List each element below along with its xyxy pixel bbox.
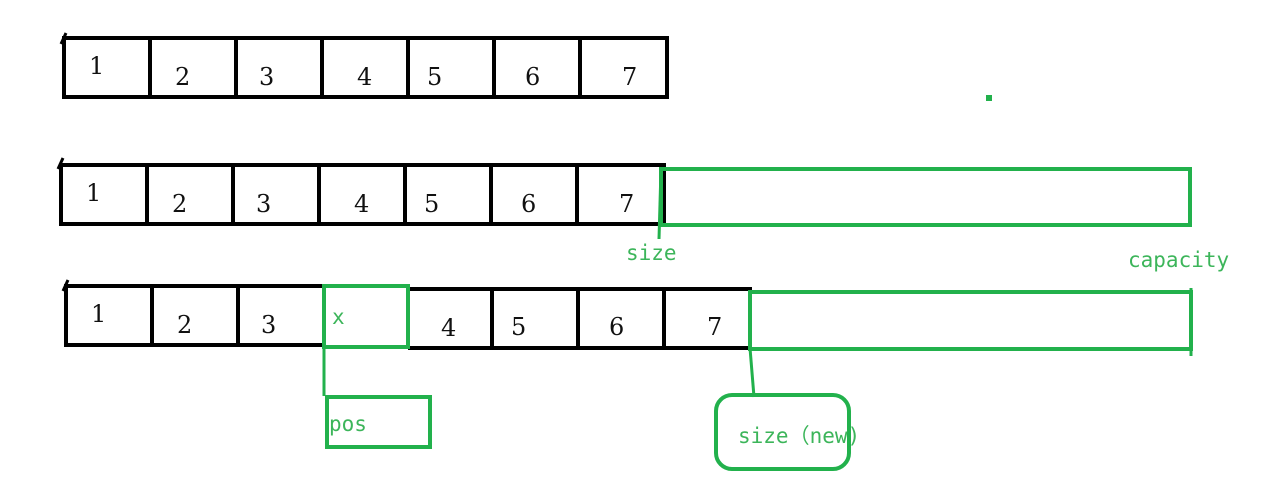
row-2-cell-2-value: 2 [172,190,187,218]
row-2-outline [59,163,666,226]
row-3-cell-3-value: 3 [261,311,276,339]
row-1-cell-6-value: 6 [525,63,540,91]
row-3-cell-5-value: 4 [441,314,456,342]
row-2-cell-4-value: 4 [354,190,369,218]
row-3-outline-left [64,284,324,347]
row-3-cell-6-value: 5 [511,313,526,341]
row-2-cell-7-value: 7 [619,190,634,218]
size-label: size [626,241,677,265]
row-3-cell-8-value: 7 [707,313,722,341]
row-1-cell-2-value: 2 [175,63,190,91]
row-1-cell-3-value: 3 [259,63,274,91]
row-1-cell-4-value: 4 [357,63,372,91]
array-row-1: 1 2 3 4 5 6 7 [59,32,669,99]
row-2-cell-1-value: 1 [86,179,101,207]
capacity-label: capacity [1128,248,1229,272]
row-1-outline [62,36,669,99]
row-1-cell-7-value: 7 [622,63,637,91]
row-2-cell-5-value: 5 [424,190,439,218]
row-1-cell-1-value: 1 [89,52,104,80]
row-1-cell-5-value: 5 [427,63,442,91]
new-size-label: size（new) [738,424,860,448]
row-2-capacity-region [659,167,1192,227]
new-size-label-box [714,393,851,471]
pos-label-box [325,395,432,449]
row-3-cell-1-value: 1 [91,300,106,328]
inserted-x-cell [322,284,410,349]
stray-dot [986,95,992,101]
array-row-2: 1 2 3 4 5 6 7 size capacity [56,157,1229,272]
row-2-cell-6-value: 6 [521,190,536,218]
row-3-cell-7-value: 6 [609,313,624,341]
new-size-pointer [748,347,756,398]
pos-label: pos [329,412,367,436]
row-3-cell-x-value: x [332,305,345,329]
row-2-size-pointer [657,168,663,240]
row-3-capacity-region [748,290,1193,351]
row-2-cell-3-value: 3 [256,190,271,218]
row-3-cell-2-value: 2 [177,311,192,339]
array-row-3: 1 2 3 x 4 5 6 7 pos size（new) [61,279,1193,471]
